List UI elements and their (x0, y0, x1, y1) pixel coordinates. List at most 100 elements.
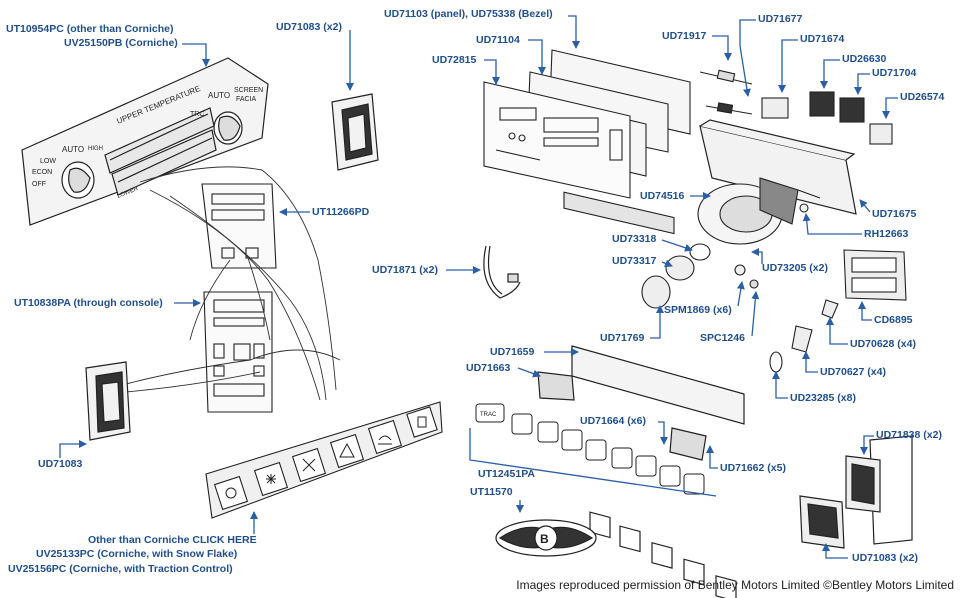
switch-mount-cd6895 (843, 249, 907, 301)
bracket-ut12451pa (469, 428, 717, 497)
label-ud71659[interactable]: UD71659 (490, 346, 535, 358)
leader-ud73317 (661, 259, 673, 268)
console-switch-panel-upper (201, 183, 277, 269)
label-ut10954pc[interactable]: UT10954PC (other than Corniche) (6, 23, 174, 35)
label-ud71662[interactable]: UD71662 (x5) (720, 462, 786, 474)
label-ud71871[interactable]: UD71871 (x2) (372, 264, 438, 276)
auto-left-text: AUTO (62, 145, 84, 154)
leader-ut10954pc (182, 43, 210, 67)
trac-text: TRAC (480, 412, 497, 418)
leader-ud71662 (706, 445, 718, 469)
leader-ud71769 (650, 305, 664, 339)
leader-cd6895 (858, 301, 872, 321)
leader-ud71677 (739, 19, 756, 97)
label-ut10838pa[interactable]: UT10838PA (through console) (14, 297, 163, 309)
leader-ud70628 (826, 317, 848, 345)
leader-ud71083-bottom (822, 543, 848, 559)
control-knobs (641, 203, 809, 309)
label-uv25150pb[interactable]: UV25150PB (Corniche) (64, 37, 178, 49)
label-ud71083-top[interactable]: UD71083 (x2) (276, 21, 342, 33)
label-ud71704[interactable]: UD71704 (872, 67, 917, 79)
label-ud71917[interactable]: UD71917 (662, 30, 707, 42)
label-spm1869[interactable]: SPM1869 (x6) (664, 304, 732, 316)
off-text: OFF (32, 181, 46, 188)
label-uv25133pc[interactable]: UV25133PC (Corniche, with Snow Flake) (36, 548, 238, 560)
trc-text: TRC (190, 111, 204, 118)
facia-text: FACIA (236, 96, 257, 103)
leader-ud71083-left (59, 440, 87, 458)
label-ud74516[interactable]: UD74516 (640, 190, 685, 202)
label-ut11570[interactable]: UT11570 (470, 486, 513, 498)
radio-panel-stack (483, 49, 691, 235)
image-credit: Images reproduced permission of Bentley … (516, 578, 954, 592)
leader-ud70627 (802, 351, 818, 373)
label-ud26630[interactable]: UD26630 (842, 53, 887, 65)
leader-ud26630 (820, 59, 840, 89)
switch-strip (205, 401, 443, 519)
leader-ud73318 (661, 239, 693, 252)
label-ud71674[interactable]: UD71674 (800, 33, 845, 45)
leader-ud71103 (568, 15, 580, 49)
label-ud73205[interactable]: UD73205 (x2) (762, 262, 828, 274)
rocker-switch-bottom-right (799, 435, 913, 549)
leader-ud23285 (772, 371, 788, 399)
label-ud73318[interactable]: UD73318 (612, 233, 657, 245)
switch-housing (537, 345, 745, 598)
leader-ud71704 (854, 73, 870, 95)
leader-rh12663 (802, 213, 862, 235)
other-than-corniche-link[interactable]: Other than Corniche CLICK HERE (88, 534, 257, 546)
label-rh12663[interactable]: RH12663 (864, 228, 909, 240)
svg-text:B: B (540, 532, 549, 546)
rocker-switch-top (331, 93, 379, 171)
bulb-holders (769, 299, 839, 373)
leader-ud26574 (882, 97, 898, 119)
cable-tie (483, 245, 521, 299)
label-uv25156pc[interactable]: UV25156PC (Corniche, with Traction Contr… (8, 563, 233, 575)
leader-ud71675 (859, 199, 871, 213)
label-ud71664[interactable]: UD71664 (x6) (580, 415, 646, 427)
label-ud71663[interactable]: UD71663 (466, 362, 511, 374)
leader-ud71104 (528, 39, 546, 75)
label-ut12451pa[interactable]: UT12451PA (478, 468, 536, 480)
label-ud73317[interactable]: UD73317 (612, 255, 657, 267)
screen-text: SCREEN (234, 87, 263, 94)
high-text: HIGH (88, 146, 103, 152)
label-ud71675[interactable]: UD71675 (872, 208, 917, 220)
label-ud71838[interactable]: UD71838 (x2) (876, 429, 942, 441)
leader-ud71917 (712, 35, 732, 61)
low-text: LOW (40, 158, 56, 165)
label-ud71083-left[interactable]: UD71083 (38, 458, 83, 470)
console-switch-panel-lower (203, 291, 273, 413)
resistor-and-diode (699, 69, 753, 115)
leader-ud73205 (751, 248, 763, 264)
label-ut11266pd[interactable]: UT11266PD (312, 206, 370, 218)
blower-actuator (697, 177, 821, 245)
bentley-badge: B (495, 519, 597, 557)
leader-ud72815 (484, 59, 500, 85)
label-ud23285[interactable]: UD23285 (x8) (790, 392, 856, 404)
relays-and-holders (761, 91, 893, 145)
mounting-bracket (699, 119, 857, 215)
econ-text: ECON (32, 169, 52, 176)
leader-ud71838 (860, 435, 874, 455)
wiring-loom (125, 166, 341, 401)
switch-buttons-set: TRAC (475, 403, 705, 495)
label-ud71677[interactable]: UD71677 (758, 13, 803, 25)
label-ud71769[interactable]: UD71769 (600, 332, 645, 344)
rocker-switch-left (85, 361, 131, 441)
label-spc1246[interactable]: SPC1246 (700, 332, 745, 344)
leader-lines (59, 15, 898, 559)
label-ud71083-bottom[interactable]: UD71083 (x2) (852, 552, 918, 564)
leader-ud71664 (658, 421, 668, 445)
label-ud70627[interactable]: UD70627 (x4) (820, 366, 886, 378)
label-ud26574[interactable]: UD26574 (900, 91, 945, 103)
label-ud71104[interactable]: UD71104 (476, 34, 520, 46)
ac-control-panel: UPPER TEMPERATURE AUTO HIGH LOW ECON OFF… (21, 57, 269, 226)
leader-spc1246 (751, 291, 760, 337)
leader-ud71663 (517, 367, 541, 378)
label-cd6895[interactable]: CD6895 (874, 314, 913, 326)
label-ud71103[interactable]: UD71103 (panel), UD75338 (Bezel) (384, 8, 553, 20)
auto-right-text: AUTO (208, 91, 230, 100)
label-ud72815[interactable]: UD72815 (432, 54, 477, 66)
label-ud70628[interactable]: UD70628 (x4) (850, 338, 916, 350)
